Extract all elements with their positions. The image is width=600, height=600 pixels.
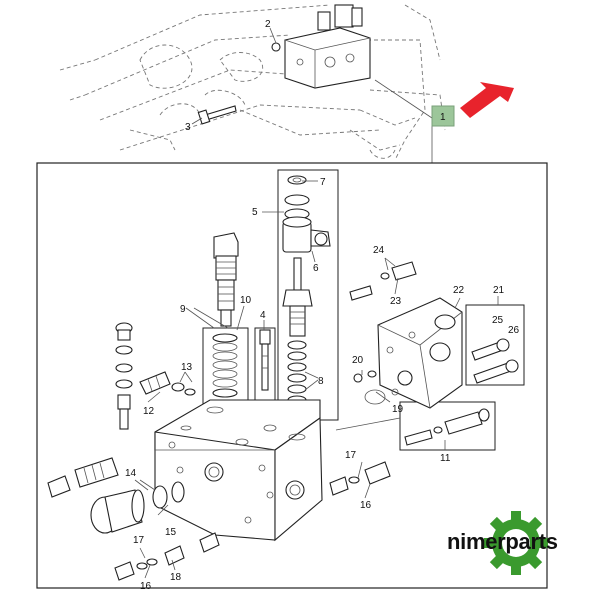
callout-13: 13: [181, 362, 193, 373]
callout-1: 1: [440, 112, 446, 123]
callout-14: 14: [125, 468, 137, 479]
callout-15: 15: [165, 527, 177, 538]
valve-assembly-mounted: [284, 4, 371, 89]
part-4-pin: [259, 329, 271, 391]
part-22-housing: [377, 297, 463, 409]
callout-17: 17: [133, 535, 145, 546]
callout-21: 21: [493, 285, 505, 296]
part-7-cap: [287, 175, 307, 185]
callout-16b: 16: [360, 500, 372, 511]
callout-9: 9: [180, 304, 186, 315]
part-10-spring: [212, 333, 238, 398]
part-2-nut: [269, 27, 281, 52]
callout-23: 23: [390, 296, 402, 307]
callout-24: 24: [373, 245, 385, 256]
callout-26: 26: [508, 325, 520, 336]
callout-17b: 17: [345, 450, 357, 461]
part-25-26-bolts: [471, 338, 519, 384]
part-12-13-fitting: [139, 371, 196, 396]
part-23-24-fittings: [349, 261, 417, 301]
callout-12: 12: [143, 406, 155, 417]
callout-3: 3: [185, 122, 191, 133]
callout-22: 22: [453, 285, 465, 296]
main-valve-block: [154, 399, 323, 542]
callout-20: 20: [352, 355, 364, 366]
part-left-spring-cartridge: [47, 457, 119, 498]
part-19-20-seals: [353, 370, 386, 405]
callout-16: 16: [140, 581, 152, 592]
callout-11: 11: [440, 453, 451, 464]
brand-name: nimerparts: [447, 529, 558, 554]
callout-18: 18: [170, 572, 182, 583]
part-right-plugs: [329, 461, 391, 496]
gear-logo-icon: [484, 511, 548, 575]
part-6-solenoid-coil: [282, 216, 331, 253]
reference-box: [431, 105, 455, 127]
part-left-stack: [115, 322, 133, 430]
tractor-frame-ghost: [59, 4, 446, 161]
callout-10: 10: [240, 295, 252, 306]
subgroup-box-11: [399, 401, 496, 451]
reference-marker: [374, 79, 514, 163]
detail-frame: [36, 162, 548, 589]
callout-6: 6: [313, 263, 319, 274]
callout-5: 5: [252, 207, 258, 218]
callout-4: 4: [260, 310, 266, 321]
part-bottom-plugs: [114, 532, 220, 581]
callout-labels: 1 2 3 4 5 6 7 8 9 10 11 12 13 14 15 16 1…: [125, 19, 520, 592]
red-arrow-icon: [460, 82, 514, 118]
callout-7: 7: [320, 177, 326, 188]
callout-19: 19: [392, 404, 404, 415]
solenoid-valve-stem: [282, 257, 313, 415]
part-5-solenoid-ring: [284, 194, 310, 220]
leader-lines: [134, 180, 499, 579]
part-3-bolt: [191, 105, 237, 125]
subgroup-box-25-26: [465, 304, 525, 386]
callout-25: 25: [492, 315, 504, 326]
part-14-plug: [90, 481, 185, 534]
callout-2: 2: [265, 19, 271, 30]
part-9-relief-cartridge: [213, 232, 239, 327]
part-11-valve-assembly: [404, 408, 490, 446]
callout-8: 8: [318, 376, 324, 387]
